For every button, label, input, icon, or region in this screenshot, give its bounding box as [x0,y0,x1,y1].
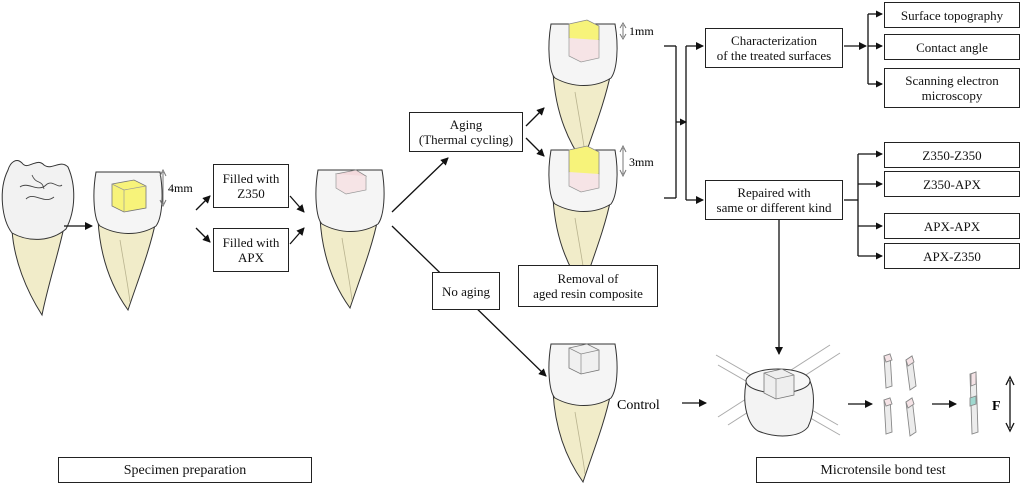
filled-z350-box: Filled with Z350 [213,164,289,208]
sectioned-tooth-icon [715,344,841,437]
characterization-line2: of the treated surfaces [716,48,832,63]
microtensile-text: Microtensile bond test [820,462,946,478]
filled-apx-line2: APX [237,250,264,265]
contact-angle-text: Contact angle [916,39,988,55]
removal-box: Removal of aged resin composite [518,265,658,307]
dimension-3mm-marker [619,144,627,178]
aging-line2: (Thermal cycling) [418,132,514,147]
filled-apx-line1: Filled with [222,235,280,250]
apx-apx-text: APX-APX [923,218,981,234]
apx-apx-box: APX-APX [884,213,1020,239]
sem-box: Scanning electron microscopy [884,68,1020,108]
sem-line2: microscopy [921,88,983,103]
removal-line2: aged resin composite [533,286,643,301]
dim-3mm-label: 3mm [629,155,654,169]
stick-specimens-icon [883,353,917,437]
repaired-line1: Repaired with [737,185,811,200]
z350-apx-box: Z350-APX [884,171,1020,197]
control-tooth-icon [548,343,618,483]
specimen-preparation-box: Specimen preparation [58,457,312,483]
force-label: F [992,399,1001,414]
repaired-box: Repaired with same or different kind [705,180,843,220]
z350-z350-box: Z350-Z350 [884,142,1020,168]
aging-box: Aging (Thermal cycling) [409,112,523,152]
dim-1mm-label: 1mm [629,24,654,38]
aged-tooth-3mm-icon [548,145,618,289]
force-arrow-icon [1005,375,1015,433]
apx-z350-text: APX-Z350 [923,248,981,264]
loaded-stick-icon [969,371,979,435]
characterization-line1: Characterization [731,33,817,48]
surface-topography-text: Surface topography [900,7,1004,23]
dimension-1mm-marker [619,22,627,40]
z350-z350-text: Z350-Z350 [922,147,982,163]
filled-tooth-icon [315,169,385,309]
repaired-line2: same or different kind [716,200,832,215]
no-aging-box: No aging [432,272,500,310]
filled-z350-line2: Z350 [237,186,265,201]
aged-tooth-1mm-icon [548,19,618,163]
specimen-preparation-text: Specimen preparation [123,462,247,478]
no-aging-line1: No aging [441,283,491,299]
dim-4mm-label: 4mm [168,181,193,195]
natural-tooth-icon [1,160,75,317]
surface-topography-box: Surface topography [884,2,1020,28]
bracket-right [685,42,704,204]
filled-z350-line1: Filled with [222,171,280,186]
prepared-tooth-icon [93,171,163,311]
sem-line1: Scanning electron [905,73,999,88]
dimension-4mm-marker [159,168,167,208]
z350-apx-text: Z350-APX [923,176,981,192]
microtensile-box: Microtensile bond test [756,457,1010,483]
contact-angle-box: Contact angle [884,34,1020,60]
apx-z350-box: APX-Z350 [884,243,1020,269]
characterization-box: Characterization of the treated surfaces [705,28,843,68]
control-label: Control [617,398,660,413]
filled-apx-box: Filled with APX [213,228,289,272]
bracket-connector [664,45,687,199]
aging-line1: Aging [449,117,483,132]
bracket-repaired [857,150,883,260]
bracket-characterization [867,10,883,88]
removal-line1: Removal of [557,271,619,286]
